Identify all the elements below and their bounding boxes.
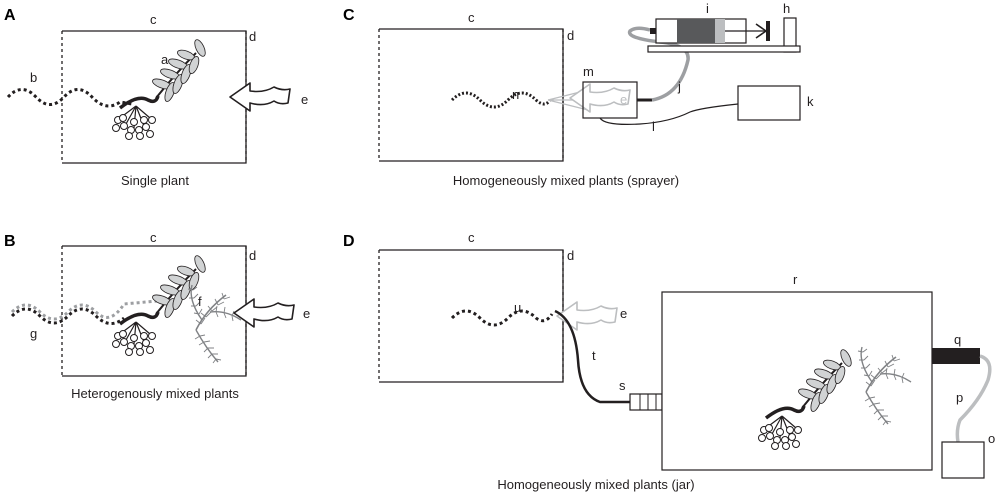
label-j: j bbox=[677, 79, 681, 94]
arena-frame bbox=[379, 249, 564, 383]
pump-pusher bbox=[766, 21, 770, 41]
arena-frame bbox=[62, 30, 247, 164]
label-a: a bbox=[161, 52, 169, 67]
label-d: d bbox=[567, 248, 574, 263]
label-d: d bbox=[567, 28, 574, 43]
label-c: c bbox=[150, 230, 157, 245]
pump-base bbox=[647, 45, 801, 53]
connector-s bbox=[629, 393, 663, 411]
inlet-q bbox=[932, 348, 980, 364]
panel-d: D c d u e t s r q p o Homogeneously mixe… bbox=[343, 230, 995, 492]
label-e: e bbox=[303, 306, 310, 321]
fern-plant bbox=[187, 284, 242, 364]
label-l: l bbox=[652, 119, 655, 134]
panel-a-caption: Single plant bbox=[121, 173, 189, 188]
label-r: r bbox=[793, 272, 798, 287]
wind-arrow bbox=[233, 298, 295, 328]
label-b: b bbox=[30, 70, 37, 85]
panel-d-letter: D bbox=[343, 233, 355, 250]
wind-arrow bbox=[556, 301, 618, 331]
odor-plume-spray bbox=[450, 91, 552, 109]
label-c: c bbox=[150, 12, 157, 27]
controller-k bbox=[737, 85, 801, 121]
panel-c: C c d n m e j l k i h Homogeneously mixe… bbox=[343, 1, 814, 188]
panel-a-letter: A bbox=[4, 7, 16, 24]
panel-b-caption: Heterogenously mixed plants bbox=[71, 386, 239, 401]
label-q: q bbox=[954, 332, 961, 347]
panel-b-letter: B bbox=[4, 233, 16, 250]
syringe-liquid bbox=[677, 19, 715, 43]
label-k: k bbox=[807, 94, 814, 109]
rowan-plant bbox=[113, 38, 208, 139]
odor-plume-jar bbox=[450, 309, 554, 327]
panel-a: A c d a b e Single plant bbox=[4, 7, 308, 188]
label-e: e bbox=[301, 92, 308, 107]
label-u: u bbox=[514, 300, 521, 315]
label-p: p bbox=[956, 390, 963, 405]
tube-t bbox=[554, 309, 630, 404]
label-o: o bbox=[988, 431, 995, 446]
tube-p bbox=[955, 354, 992, 443]
label-n: n bbox=[512, 87, 519, 102]
label-i: i bbox=[706, 1, 709, 16]
syringe-tip bbox=[650, 28, 656, 34]
label-f: f bbox=[198, 294, 202, 309]
label-d: d bbox=[249, 29, 256, 44]
label-c: c bbox=[468, 10, 475, 25]
pump-o bbox=[941, 441, 985, 479]
label-e: e bbox=[620, 306, 627, 321]
label-s: s bbox=[619, 378, 626, 393]
label-h: h bbox=[783, 1, 790, 16]
panel-c-letter: C bbox=[343, 7, 355, 24]
panel-b: B c d f g e Heterogenously mixed plants bbox=[4, 230, 310, 401]
syringe-plunger-head bbox=[715, 19, 725, 43]
arena-frame bbox=[62, 245, 247, 377]
label-t: t bbox=[592, 348, 596, 363]
label-d: d bbox=[249, 248, 256, 263]
label-g: g bbox=[30, 326, 37, 341]
panel-c-caption: Homogeneously mixed plants (sprayer) bbox=[453, 173, 679, 188]
cable-l bbox=[599, 103, 739, 125]
odor-plume-gray bbox=[10, 298, 169, 321]
label-e: e bbox=[620, 92, 627, 107]
odor-plume bbox=[6, 88, 133, 108]
wind-arrow bbox=[229, 82, 291, 112]
label-m: m bbox=[583, 64, 594, 79]
label-c: c bbox=[468, 230, 475, 245]
panel-d-caption: Homogeneously mixed plants (jar) bbox=[497, 477, 694, 492]
